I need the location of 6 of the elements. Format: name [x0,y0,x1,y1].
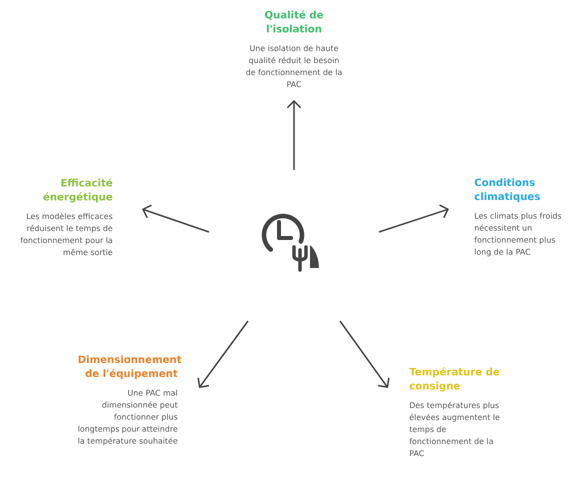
arrow [378,204,449,233]
arrow [197,320,249,388]
arrow [339,320,390,388]
arrow [142,204,210,233]
clock-icon [262,214,319,272]
arrow [286,100,302,170]
